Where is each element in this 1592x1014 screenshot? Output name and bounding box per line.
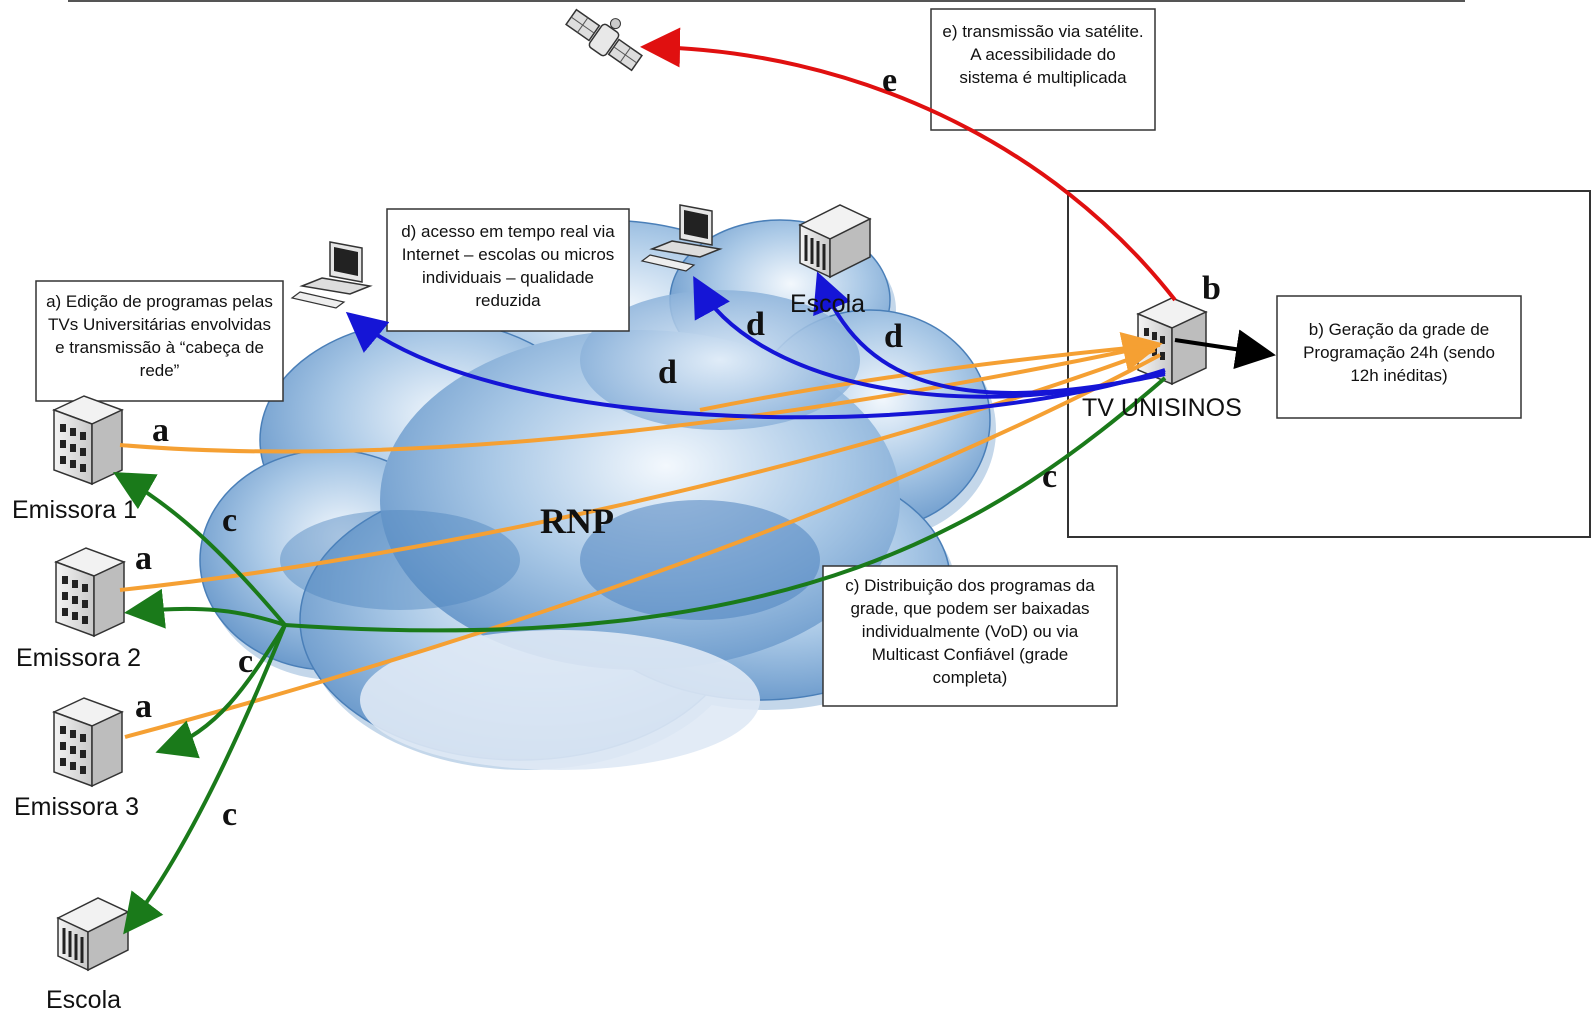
escola-top-label: Escola xyxy=(790,290,866,318)
flow-b-arrow xyxy=(1174,329,1276,370)
tv-unisinos-label: TV UNISINOS xyxy=(1082,394,1242,422)
emissora-2-label: Emissora 2 xyxy=(16,644,142,672)
rnp-label: RNP xyxy=(540,501,614,541)
emissora-3-label: Emissora 3 xyxy=(14,793,140,821)
distribuicao-text: c) Distribuição dos programas da grade, … xyxy=(845,576,1095,687)
emissora-1-label: Emissora 1 xyxy=(12,496,138,524)
flow-letter-c: c xyxy=(222,796,238,833)
flow-letter-c: c xyxy=(238,643,254,680)
flow-letter-c: c xyxy=(1042,458,1058,495)
flow-a-arrows xyxy=(119,332,1163,739)
flow-letter-e: e xyxy=(882,62,898,99)
satellite-icon xyxy=(565,8,643,72)
flow-letter-d: d xyxy=(658,354,677,391)
distribuicao-box xyxy=(822,565,1118,707)
flow-letter-c: c xyxy=(222,502,238,539)
school-building-icon xyxy=(798,204,872,279)
satelite-box xyxy=(930,8,1156,131)
desktop-computer-icon xyxy=(290,241,373,309)
flow-letter-d: d xyxy=(746,306,765,343)
flow-letter-b: b xyxy=(1202,270,1221,307)
flow-d-arrows xyxy=(345,271,1166,420)
geracao-box xyxy=(1276,295,1522,419)
flow-letter-a: a xyxy=(135,688,152,725)
flow-e-arrow xyxy=(640,27,1177,302)
edicao-box xyxy=(35,280,284,402)
flow-c-arrows xyxy=(113,376,1167,935)
desktop-computer-icon xyxy=(640,204,723,272)
geracao-text: b) Geração da grade de Programação 24h (… xyxy=(1303,320,1495,385)
internet-text: d) acesso em tempo real via Internet – e… xyxy=(401,222,615,310)
server-icon xyxy=(1136,297,1208,386)
satelite-text: e) transmissão via satélite. A acessibil… xyxy=(942,22,1144,87)
flow-letter-d: d xyxy=(884,318,903,355)
escola-bottom-label: Escola xyxy=(46,986,122,1014)
office-building-icon xyxy=(52,395,124,486)
school-building-icon xyxy=(56,897,130,972)
internet-box xyxy=(386,208,630,332)
flow-letter-a: a xyxy=(135,540,152,577)
flow-letter-a: a xyxy=(152,412,169,449)
edicao-text: a) Edição de programas pelas TVs Univers… xyxy=(46,292,273,380)
office-building-icon xyxy=(54,547,126,638)
office-building-icon xyxy=(52,697,124,788)
